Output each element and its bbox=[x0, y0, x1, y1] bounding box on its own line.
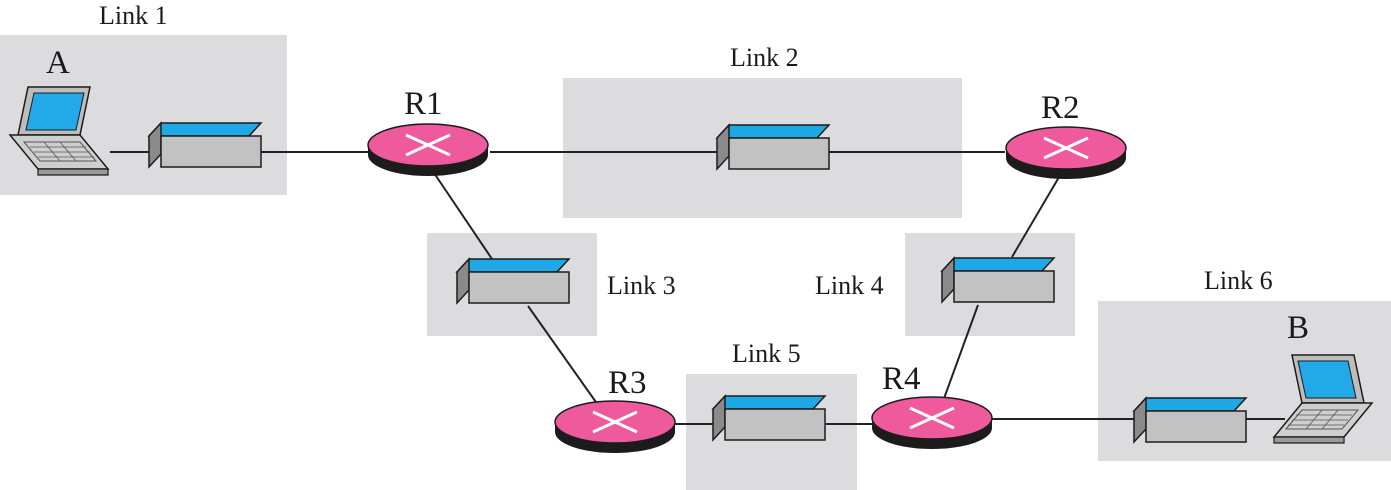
router-r4-label: R4 bbox=[882, 361, 921, 397]
router-icon bbox=[553, 399, 677, 455]
link6-label: Link 6 bbox=[1204, 266, 1273, 295]
switch-icon bbox=[148, 122, 262, 168]
host-b-label: B bbox=[1287, 310, 1309, 346]
router-r1-label: R1 bbox=[404, 86, 443, 122]
router-icon bbox=[1004, 125, 1128, 181]
link5-label: Link 5 bbox=[732, 339, 801, 368]
wire-sw3-r3 bbox=[527, 305, 599, 406]
link4-label: Link 4 bbox=[815, 271, 884, 300]
switch-icon bbox=[1133, 397, 1247, 443]
wires bbox=[110, 151, 1285, 425]
switch-icon bbox=[456, 258, 570, 304]
router-r2-label: R2 bbox=[1041, 90, 1080, 126]
switch-icon bbox=[941, 257, 1055, 303]
router-r3-label: R3 bbox=[608, 365, 647, 401]
switch-icon bbox=[716, 124, 830, 170]
switch-icon bbox=[712, 395, 826, 441]
wire-r1-sw3 bbox=[431, 169, 493, 260]
router-icon bbox=[870, 395, 994, 451]
wire-sw4-r4 bbox=[941, 304, 979, 405]
link3-label: Link 3 bbox=[607, 271, 676, 300]
link1-label: Link 1 bbox=[99, 1, 168, 30]
host-a-label: A bbox=[46, 45, 70, 81]
router-icon bbox=[366, 122, 490, 178]
wire-r2-sw4 bbox=[1011, 171, 1063, 258]
link2-label: Link 2 bbox=[730, 43, 799, 72]
